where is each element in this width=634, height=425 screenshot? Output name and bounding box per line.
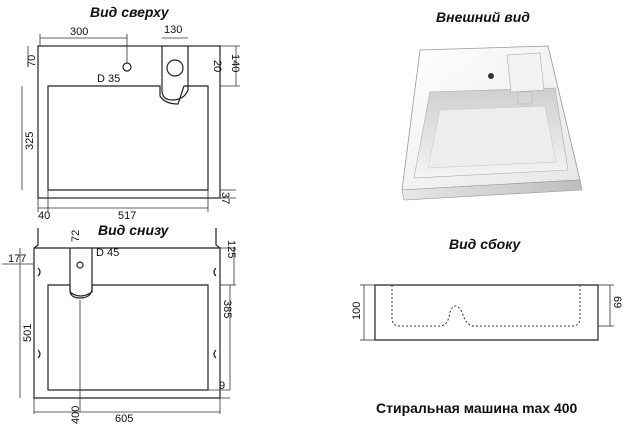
side-view-title: Вид сбоку xyxy=(449,236,521,252)
top-view-title: Вид сверху xyxy=(90,4,170,20)
dim-325-label: 325 xyxy=(24,132,36,150)
top-view-bowl xyxy=(47,85,209,191)
dim-70-label: 70 xyxy=(26,55,38,67)
dim-517-label: 517 xyxy=(118,210,136,222)
bottom-view-title: Вид снизу xyxy=(98,222,170,238)
external-view-title: Внешний вид xyxy=(436,9,530,25)
bottom-view-tap-hole xyxy=(76,261,84,269)
top-view: Вид сверху 300 130 70 140 20 D 35 325 37 xyxy=(21,4,241,222)
dim-385-label: 385 xyxy=(221,300,233,318)
top-view-drain-hole xyxy=(122,62,132,72)
bottom-view-outline xyxy=(33,228,221,399)
dim-140-label: 140 xyxy=(229,54,241,72)
dim-69-label: 69 xyxy=(611,296,623,308)
external-tap-pad xyxy=(506,52,545,93)
side-view-outline xyxy=(374,284,599,341)
bottom-view-tap-pad xyxy=(69,248,93,299)
mount-left-top xyxy=(37,267,41,277)
dim-501-label: 501 xyxy=(22,324,34,342)
dim-37-label: 37 xyxy=(219,192,231,204)
bottom-view-bowl xyxy=(47,284,209,391)
top-view-tap-pad xyxy=(161,46,189,101)
mount-right-bottom xyxy=(213,349,217,359)
top-view-hole-label: D 35 xyxy=(97,73,120,85)
dim-125-label: 125 xyxy=(225,240,237,258)
side-view: Вид сбоку 100 69 xyxy=(351,236,623,341)
dim-130-label: 130 xyxy=(164,24,182,36)
dim-100-label: 100 xyxy=(351,302,363,320)
external-view: Внешний вид xyxy=(401,9,583,201)
dim-177-label: 177 xyxy=(8,253,26,265)
dim-300-label: 300 xyxy=(70,26,88,38)
top-view-outline xyxy=(37,45,221,199)
caption-text: Стиральная машина max 400 xyxy=(376,400,578,416)
mount-right-top xyxy=(213,267,217,277)
dim-72-label: 72 xyxy=(70,230,82,242)
dim-40-label: 40 xyxy=(38,210,50,222)
external-sink-front xyxy=(401,179,583,201)
side-view-bowl-hidden xyxy=(391,285,581,327)
bottom-view-hole-label: D 45 xyxy=(96,247,119,259)
external-tap-hole xyxy=(488,73,494,79)
dim-605-label: 605 xyxy=(115,413,133,425)
bottom-view: Вид снизу 72 D 45 125 177 501 385 9 400 xyxy=(2,222,237,425)
mount-left-bottom xyxy=(37,349,41,359)
top-view-tap-hole xyxy=(166,59,184,77)
dim-400-label: 400 xyxy=(70,406,82,424)
dim-20-label: 20 xyxy=(211,60,223,72)
dim-9-label: 9 xyxy=(219,380,225,392)
